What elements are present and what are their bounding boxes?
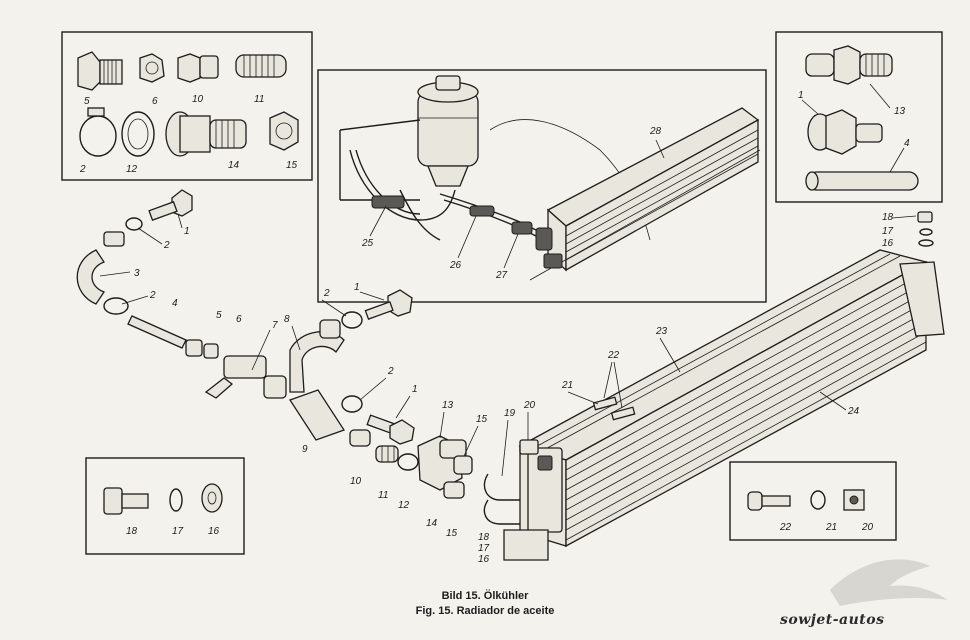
label-8: 8	[284, 314, 290, 325]
label-18-top-right: 18	[882, 212, 894, 223]
label-21-box: 21	[825, 522, 837, 533]
label-12-main: 12	[398, 500, 410, 511]
label-6: 6	[152, 96, 158, 107]
label-12: 12	[126, 164, 138, 175]
label-14-main: 14	[426, 518, 438, 529]
label-20-main: 20	[523, 400, 536, 411]
label-18-main: 18	[478, 532, 490, 543]
label-19: 19	[504, 408, 516, 419]
part-21-washer	[810, 490, 826, 510]
label-16-box: 16	[208, 526, 220, 537]
part-6-nut	[139, 53, 165, 83]
label-17-top-right: 17	[882, 226, 894, 237]
label-22-main: 22	[607, 350, 620, 361]
label-20-box: 20	[861, 522, 874, 533]
label-4-pipe: 4	[172, 298, 178, 309]
label-26: 26	[449, 260, 462, 271]
part-16-washer	[201, 483, 223, 513]
label-21-main: 21	[561, 380, 573, 391]
label-2-mid: 2	[323, 288, 330, 299]
label-27: 27	[495, 270, 508, 281]
part-5-hex-fitting	[77, 51, 123, 91]
exploded-left-hose-assembly	[76, 189, 473, 499]
label-4: 4	[904, 138, 910, 149]
label-10: 10	[192, 94, 204, 105]
part-10-union	[177, 53, 219, 83]
label-15: 15	[286, 160, 298, 171]
label-28: 28	[649, 126, 662, 137]
label-15-upper: 15	[476, 414, 488, 425]
label-17-main: 17	[478, 543, 490, 554]
label-18-box: 18	[126, 526, 138, 537]
part-28-installed-cooler	[529, 107, 761, 281]
inset-engine-installation: 25 26 27 28	[317, 69, 767, 303]
part-13-adapter	[805, 45, 893, 85]
label-1-mid: 1	[354, 282, 360, 293]
label-11-main: 11	[378, 490, 388, 501]
part-2-hose-clamp	[79, 107, 117, 157]
part-4-pipe	[805, 171, 919, 191]
part-15-nut	[269, 111, 299, 151]
inset-top-left-parts: 5 6 10 11 2 12 14 15	[61, 31, 313, 181]
main-view-labels: 1 2 3 2 4 5 6 7 8 9 2 1 2 1 10 11 12 13 …	[99, 212, 917, 565]
label-2-lower-mid: 2	[387, 366, 394, 377]
label-14: 14	[228, 160, 240, 171]
part-22-screw	[747, 491, 791, 511]
part-11-spring-sleeve	[235, 54, 287, 78]
oil-filter-canister	[417, 75, 479, 187]
inset-bottom-left-parts: 18 17 16	[85, 457, 245, 555]
label-2: 2	[79, 164, 86, 175]
label-17-box: 17	[172, 526, 184, 537]
label-13-main: 13	[442, 400, 454, 411]
label-6-main: 6	[236, 314, 242, 325]
label-11: 11	[254, 94, 264, 105]
part-17-washer	[169, 488, 183, 512]
label-16-main: 16	[478, 554, 490, 565]
label-9: 9	[302, 444, 308, 455]
caption-german: Bild 15. Ölkühler	[441, 590, 529, 602]
label-1: 1	[798, 90, 804, 101]
label-15-lower: 15	[446, 528, 458, 539]
label-1-top: 1	[184, 226, 190, 237]
main-oil-cooler	[483, 211, 945, 561]
part-12-washer	[121, 111, 155, 157]
label-16-top-right: 16	[882, 238, 894, 249]
label-23: 23	[655, 326, 668, 337]
part-20-square-nut	[843, 489, 865, 511]
part-14-large-fitting	[165, 111, 247, 157]
inset-bottom-right-parts: 22 21 20	[729, 461, 897, 541]
label-25: 25	[361, 238, 374, 249]
label-2-lower: 2	[149, 290, 156, 301]
label-24: 24	[847, 406, 860, 417]
label-3: 3	[134, 268, 140, 279]
part-1-banjo-bolt	[807, 109, 883, 155]
label-22-box: 22	[779, 522, 792, 533]
label-1-lower: 1	[412, 384, 418, 395]
label-5: 5	[84, 96, 90, 107]
label-7: 7	[272, 320, 278, 331]
caption-spanish: Fig. 15. Radiador de aceite	[415, 605, 555, 617]
label-2-top: 2	[163, 240, 170, 251]
label-10-main: 10	[350, 476, 362, 487]
watermark-logo	[830, 559, 948, 606]
inset-top-right-parts: 13 1 4	[775, 31, 943, 203]
part-18-bolt	[103, 487, 149, 515]
watermark-text: sowjet-autos	[780, 612, 885, 628]
label-5-main: 5	[216, 310, 222, 321]
label-13: 13	[894, 106, 906, 117]
